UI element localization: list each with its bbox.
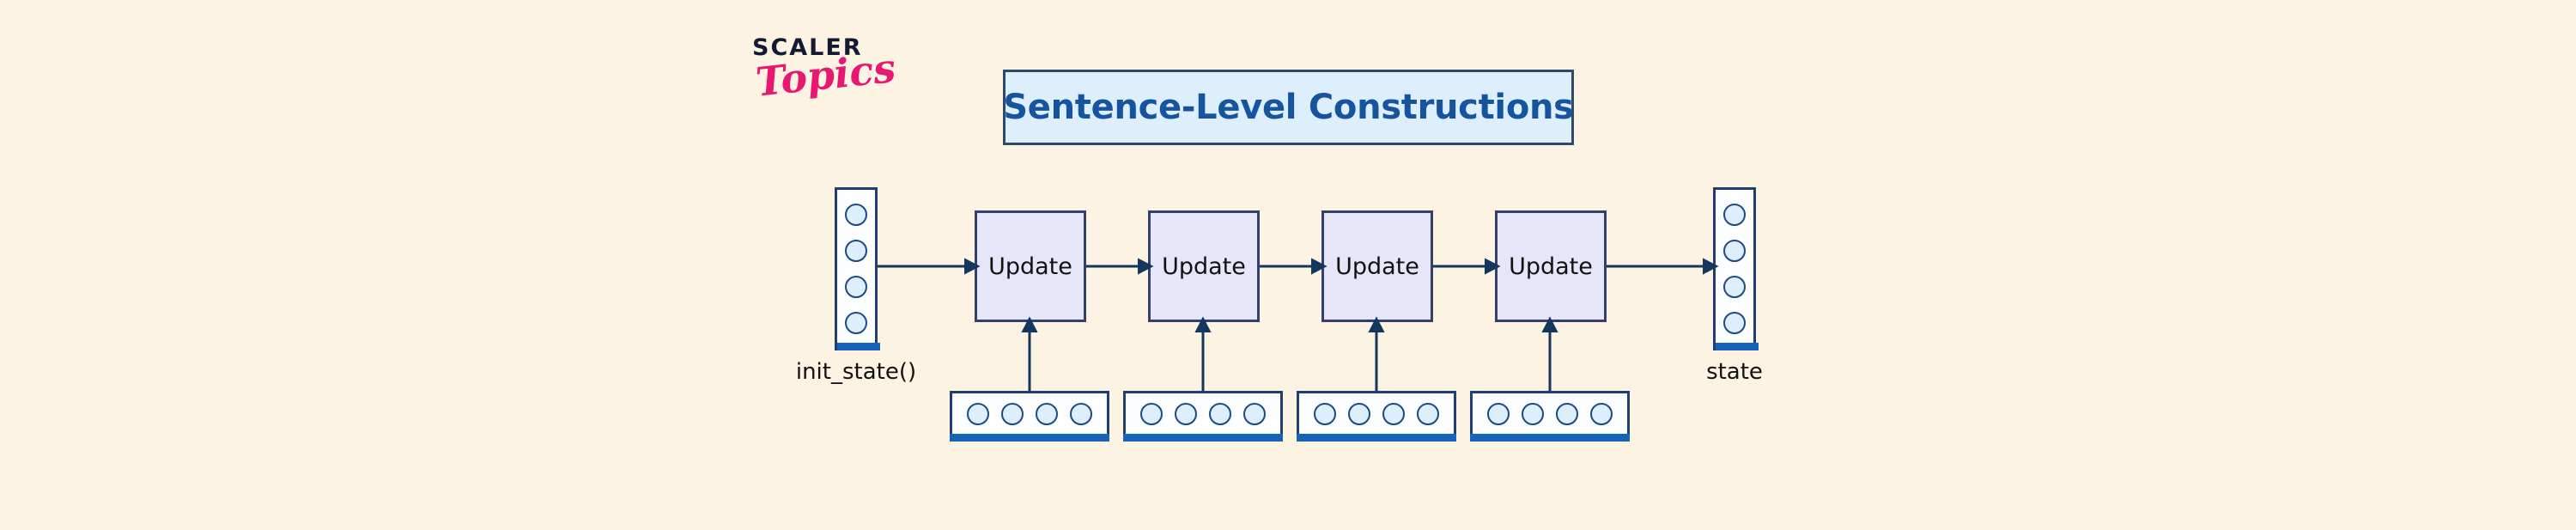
state-vector-bar (837, 343, 880, 350)
word-cell (1001, 402, 1024, 425)
update-box-2-label: Update (1162, 253, 1246, 280)
word-cell (1487, 402, 1510, 425)
word-vector-bar (1297, 434, 1456, 442)
word-vector-1 (950, 391, 1109, 442)
update-box-4-label: Update (1509, 253, 1593, 280)
word-vector-bar (950, 434, 1109, 442)
word-cell (1590, 402, 1613, 425)
word-cell (1522, 402, 1544, 425)
word-cell (1209, 402, 1231, 425)
init-state-vector (835, 187, 880, 350)
word-cell (1036, 402, 1058, 425)
state-cell (1723, 276, 1746, 298)
state-cell (1723, 204, 1746, 226)
word-cell (1556, 402, 1578, 425)
word-cell (1417, 402, 1439, 425)
word-cell (1243, 402, 1266, 425)
final-state-label: state (1706, 359, 1763, 385)
state-cell (845, 240, 867, 262)
page-title: Sentence-Level Constructions (1003, 88, 1574, 127)
final-state-vector (1713, 187, 1759, 350)
update-box-3[interactable]: Update (1321, 210, 1433, 322)
word-vector-4 (1470, 391, 1630, 442)
update-box-4[interactable]: Update (1495, 210, 1607, 322)
word-cell (1175, 402, 1197, 425)
update-box-1-label: Update (988, 253, 1072, 280)
state-cell (845, 276, 867, 298)
word-cell (1314, 402, 1336, 425)
word-cell (1348, 402, 1370, 425)
word-cell (1382, 402, 1405, 425)
init-state-label: init_state() (795, 359, 917, 385)
vertical-input-arrows (1021, 316, 1558, 391)
word-vector-3 (1297, 391, 1456, 442)
update-box-3-label: Update (1335, 253, 1419, 280)
state-cell (845, 312, 867, 334)
word-cell (1140, 402, 1163, 425)
state-vector-bar (1716, 343, 1759, 350)
word-cell (1070, 402, 1092, 425)
word-vector-bar (1123, 434, 1283, 442)
update-box-1[interactable]: Update (975, 210, 1086, 322)
word-cell (967, 402, 989, 425)
state-cell (1723, 240, 1746, 262)
update-box-2[interactable]: Update (1148, 210, 1260, 322)
word-vector-2 (1123, 391, 1283, 442)
logo-scaler-text: SCALER (752, 34, 863, 61)
scaler-topics-logo: SCALER Topics (752, 36, 950, 131)
state-cell (845, 204, 867, 226)
word-vector-bar (1470, 434, 1630, 442)
page-title-banner: Sentence-Level Constructions (1003, 70, 1574, 145)
state-cell (1723, 312, 1746, 334)
